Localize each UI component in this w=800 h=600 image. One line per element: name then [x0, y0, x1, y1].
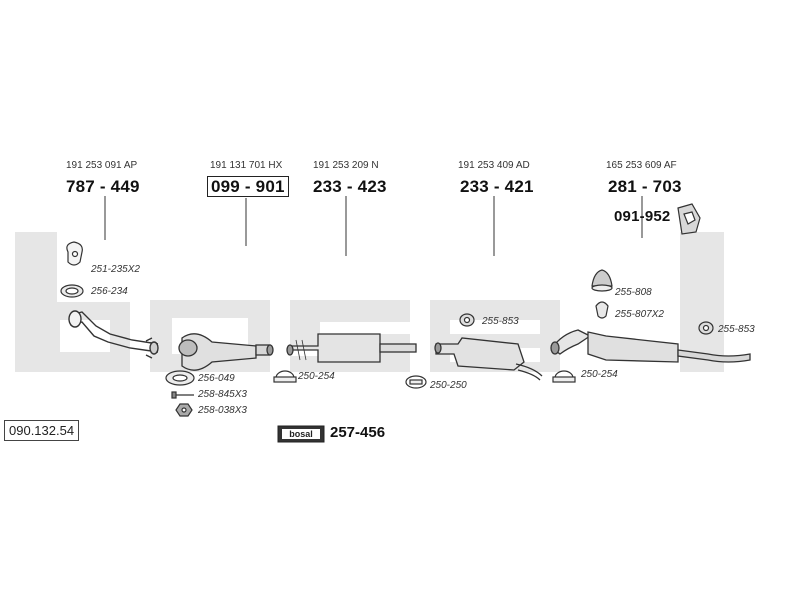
oem-number: 165 253 609 AF	[606, 160, 677, 171]
clamp-250-254-icon	[273, 370, 297, 383]
rear-silencer	[550, 329, 751, 363]
ring-256-234-icon	[60, 284, 84, 298]
accessory-label: 250-254	[581, 369, 618, 380]
kit-logo-text: bosal	[289, 429, 313, 439]
clip-255-807-icon	[595, 301, 609, 319]
bracket-091-952-icon	[677, 203, 701, 235]
catalytic-converter	[178, 333, 274, 371]
clamp-250-250-icon	[405, 375, 427, 389]
part-number-boxed: 099 - 901	[207, 176, 289, 197]
oem-number: 191 253 091 AP	[66, 160, 138, 171]
part-number: 233 - 423	[313, 177, 387, 196]
catalog-reference: 090.132.54	[4, 420, 80, 441]
accessory-label: 256-234	[91, 286, 128, 297]
ring-256-049-icon	[165, 370, 195, 386]
kit-logo-box: bosal	[277, 425, 325, 443]
accessory-label: 258-038X3	[198, 405, 247, 416]
nut-258-038-icon	[175, 403, 193, 417]
oem-number: 191 253 409 AD	[458, 160, 530, 171]
mount-255-853-icon	[459, 313, 475, 327]
accessory-label: 250-254	[298, 371, 335, 382]
mount-255-853-right-icon	[698, 321, 714, 335]
bolt-258-845-icon	[171, 391, 194, 399]
oem-number: 191 253 209 N	[313, 160, 379, 171]
part-number: 787 - 449	[66, 177, 140, 196]
accessory-label: 255-807X2	[615, 309, 664, 320]
accessory-label: 250-250	[430, 380, 467, 391]
mount-255-808-icon	[591, 269, 613, 292]
kit-part-number: 257-456	[330, 424, 386, 441]
extra-part-number: 091-952	[614, 208, 671, 225]
gasket-251-235-icon	[66, 241, 83, 266]
clamp-250-254-right-icon	[552, 370, 576, 383]
part-number: 233 - 421	[460, 177, 534, 196]
accessory-label: 255-853	[718, 324, 755, 335]
front-silencer	[286, 333, 417, 363]
leader-lines	[104, 196, 643, 256]
accessory-label: 251-235X2	[91, 264, 140, 275]
intermediate-silencer	[434, 337, 543, 381]
accessory-label: 256-049	[198, 373, 235, 384]
front-pipe	[68, 310, 159, 359]
accessory-label: 255-808	[615, 287, 652, 298]
accessory-label: 255-853	[482, 316, 519, 327]
accessory-label: 258-845X3	[198, 389, 247, 400]
oem-number: 191 131 701 HX	[210, 160, 283, 171]
part-number: 281 - 703	[608, 177, 682, 196]
